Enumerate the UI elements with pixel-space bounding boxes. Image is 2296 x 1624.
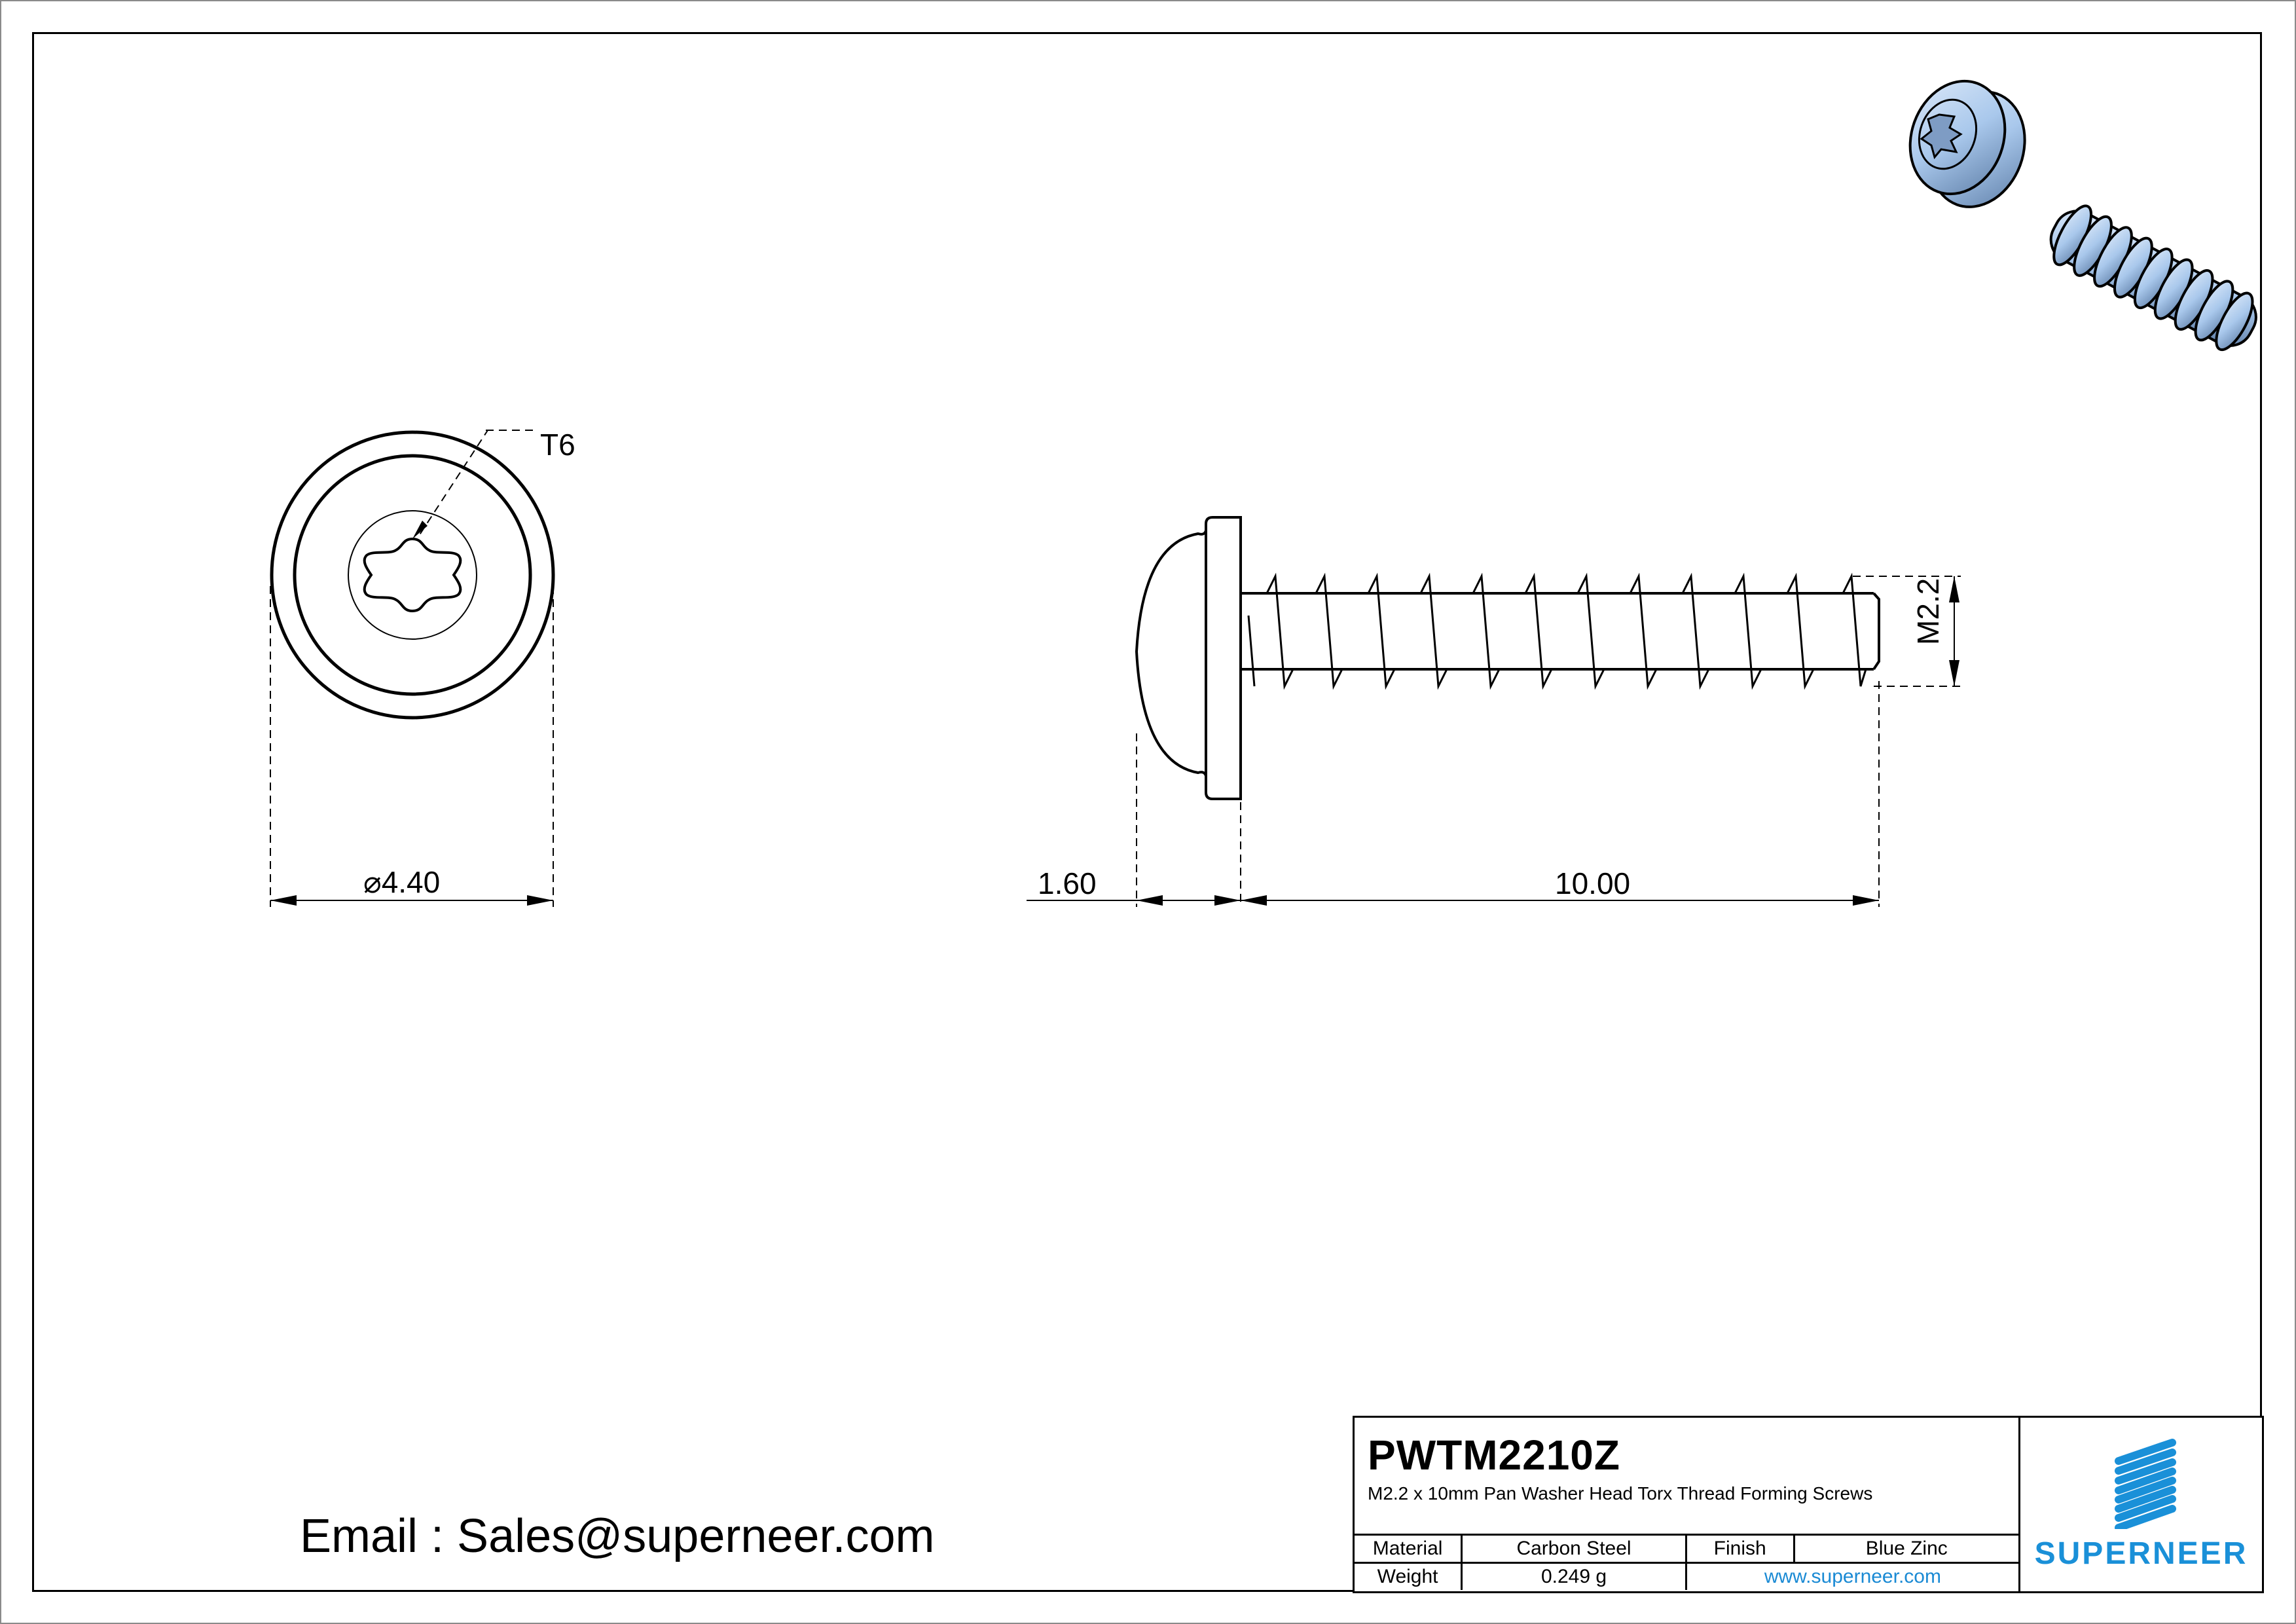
superneer-logo: SUPERNEER (2020, 1418, 2262, 1591)
front-view (270, 430, 555, 907)
material-value: Carbon Steel (1461, 1534, 1687, 1564)
title-block-main: PWTM2210Z M2.2 x 10mm Pan Washer Head To… (1355, 1418, 2020, 1591)
head-height-label: 1.60 (1038, 866, 1097, 900)
logo-wordmark: SUPERNEER (2034, 1536, 2248, 1571)
drawing-frame (32, 32, 2262, 1592)
side-view (1027, 516, 1961, 907)
weight-label: Weight (1355, 1562, 1463, 1590)
length-label: 10.00 (1555, 866, 1631, 900)
table-row: Material Carbon Steel Finish Blue Zinc (1355, 1534, 2018, 1564)
part-number: PWTM2210Z (1368, 1431, 1620, 1479)
thread-profile (1247, 572, 1867, 690)
finish-label: Finish (1685, 1534, 1795, 1564)
finish-value: Blue Zinc (1793, 1534, 2018, 1564)
title-block: PWTM2210Z M2.2 x 10mm Pan Washer Head To… (1353, 1416, 2264, 1593)
part-description: M2.2 x 10mm Pan Washer Head Torx Thread … (1368, 1483, 1873, 1504)
head-diameter-label: ⌀4.40 (363, 865, 441, 899)
table-row: Weight 0.249 g www.superneer.com (1355, 1562, 2018, 1590)
material-label: Material (1355, 1534, 1463, 1564)
website-link[interactable]: www.superneer.com (1685, 1562, 2018, 1590)
logo-stripes-icon (2115, 1439, 2176, 1529)
thread-size-label: M2.2 (1911, 578, 1945, 645)
isometric-screw-image (1908, 79, 2257, 352)
contact-email: Email : Sales@superneer.com (300, 1510, 935, 1562)
torx-recess-icon (363, 537, 462, 613)
weight-value: 0.249 g (1461, 1562, 1687, 1590)
torx-size-label: T6 (540, 428, 575, 462)
properties-table: Material Carbon Steel Finish Blue Zinc W… (1355, 1534, 2018, 1590)
